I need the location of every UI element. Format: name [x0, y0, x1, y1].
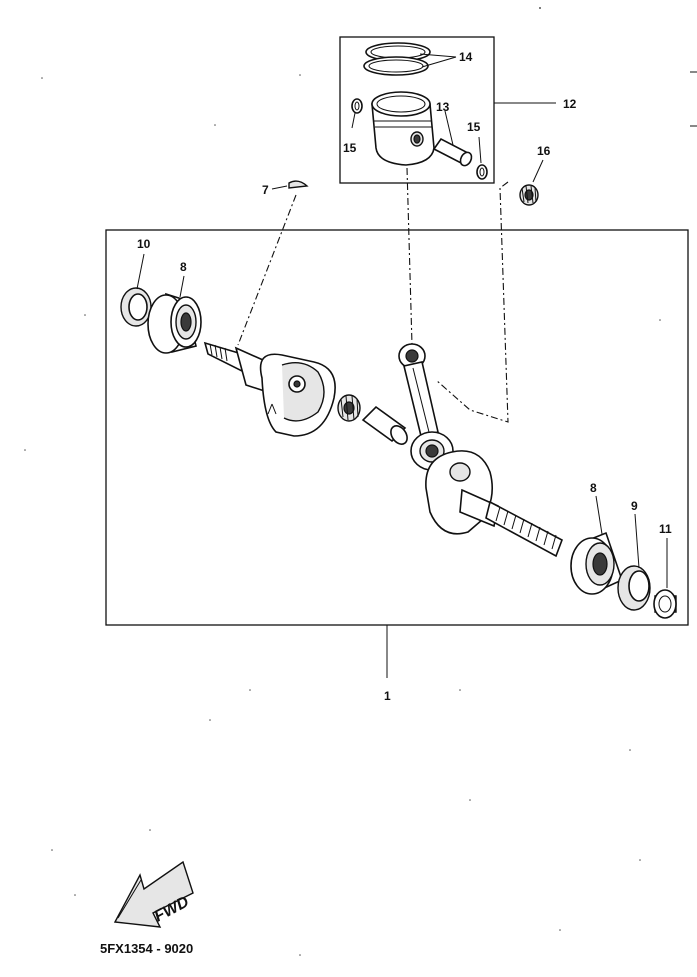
scan-speckles — [24, 7, 661, 956]
crankshaft-right-half — [425, 450, 563, 558]
small-end-bearing — [519, 184, 539, 206]
oil-seal-left — [120, 287, 152, 327]
callout-15-right: 15 — [467, 120, 481, 134]
bearing-left — [147, 292, 202, 354]
circlip-right — [476, 164, 488, 180]
callout-13: 13 — [436, 100, 450, 114]
callout-14: 14 — [459, 50, 473, 64]
piston-pin — [432, 137, 473, 167]
drawing-code: 5FX1354 - 9020 — [100, 941, 193, 956]
connecting-rod — [398, 343, 454, 471]
piston — [371, 91, 435, 166]
crankshaft-assembly-frame — [105, 229, 689, 626]
callout-15-left: 15 — [343, 141, 357, 155]
crank-pin — [361, 405, 408, 445]
collar — [653, 589, 677, 619]
piston-kit-frame — [339, 36, 495, 184]
big-end-bearing — [337, 394, 361, 422]
callout-12: 12 — [563, 97, 577, 111]
woodruff-key — [288, 180, 309, 189]
callout-7: 7 — [262, 183, 269, 197]
oil-seal-right — [617, 565, 651, 611]
callout-11: 11 — [659, 522, 672, 536]
callout-10: 10 — [137, 237, 151, 251]
bearing-right — [570, 531, 623, 595]
callout-8-right: 8 — [590, 481, 597, 495]
callout-1: 1 — [384, 689, 391, 703]
callout-9: 9 — [631, 499, 638, 513]
circlip-left — [351, 98, 363, 114]
callout-8-left: 8 — [180, 260, 187, 274]
crankshaft-left-half — [203, 341, 336, 437]
piston-rings — [363, 42, 431, 76]
forward-direction-arrow: FWD — [113, 860, 194, 928]
callout-16: 16 — [537, 144, 551, 158]
